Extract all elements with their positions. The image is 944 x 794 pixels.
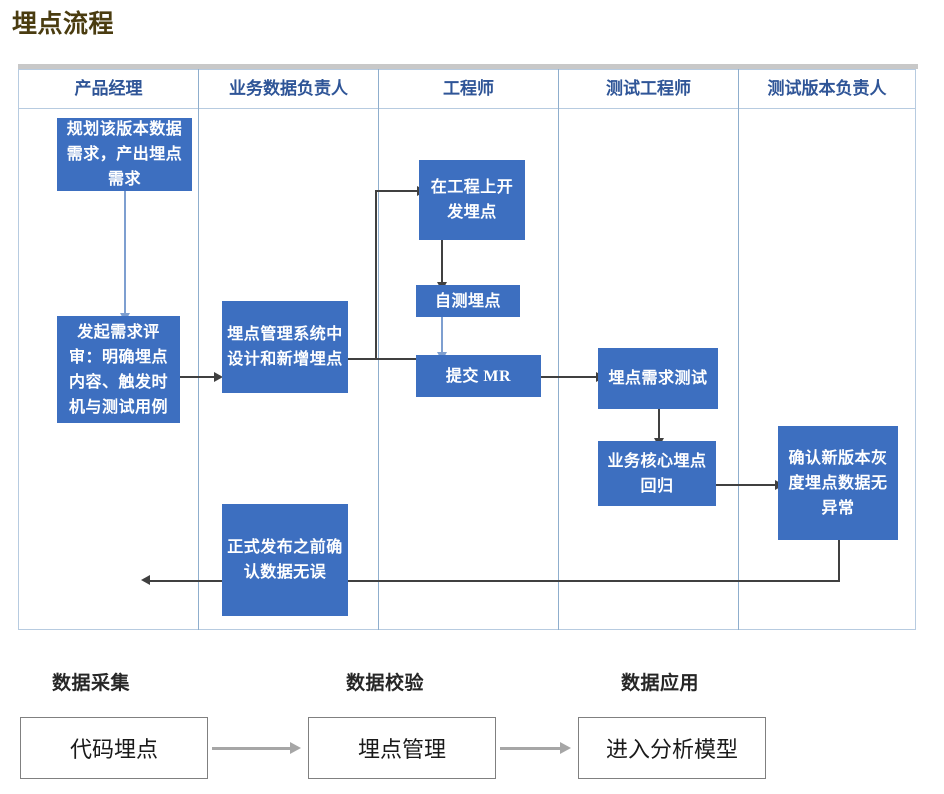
connector-selftest-to-mr <box>441 317 443 355</box>
connector-design-to-develop-v <box>375 190 377 360</box>
lane-divider-3 <box>558 69 559 630</box>
connector-review-to-design <box>179 376 216 378</box>
lane-divider-1 <box>198 69 199 630</box>
lane-header-engineer: 工程师 <box>443 79 494 98</box>
pipeline-box-code-tracking[interactable]: 代码埋点 <box>20 717 208 779</box>
connector-design-to-develop-h1 <box>348 358 476 360</box>
process-box-verify-gray-release[interactable]: 确认新版本灰度埋点数据无异常 <box>778 426 898 540</box>
lane-divider-4 <box>738 69 739 630</box>
pipeline-box-tracking-management[interactable]: 埋点管理 <box>308 717 496 779</box>
process-box-plan-requirements[interactable]: 规划该版本数据需求，产出埋点需求 <box>57 118 192 191</box>
lane-divider-2 <box>378 69 379 630</box>
lane-header-test-release-owner: 测试版本负责人 <box>767 79 887 98</box>
process-box-core-business-regression[interactable]: 业务核心埋点回归 <box>598 441 716 506</box>
process-box-self-test-tracking[interactable]: 自测埋点 <box>416 285 520 317</box>
swimlane-top-bar <box>18 64 918 69</box>
process-box-confirm-before-release[interactable]: 正式发布之前确认数据无误 <box>222 504 348 616</box>
pipeline-arrow-1-head <box>290 742 301 754</box>
page-title: 埋点流程 <box>12 10 115 38</box>
connector-regression-to-verify <box>716 484 778 486</box>
process-box-design-tracking[interactable]: 埋点管理系统中设计和新增埋点 <box>222 301 348 393</box>
swimlane-diagram: 产品经理 业务数据负责人 工程师 测试工程师 测试版本负责人 规划该版本数据需求… <box>18 64 918 632</box>
pipeline-arrow-2-line <box>500 747 562 750</box>
connector-develop-to-selftest <box>441 240 443 285</box>
stage-label-validation: 数据校验 <box>346 673 425 694</box>
connector-verify-to-confirm-h <box>148 580 840 582</box>
stage-label-application: 数据应用 <box>621 673 700 694</box>
process-box-develop-tracking[interactable]: 在工程上开发埋点 <box>419 160 525 240</box>
process-box-requirement-review[interactable]: 发起需求评审：明确埋点内容、触发时机与测试用例 <box>57 316 180 423</box>
arrowhead-review-to-design <box>214 372 223 382</box>
connector-verify-to-confirm-v <box>838 540 840 581</box>
connector-design-to-develop-h2 <box>375 190 419 192</box>
lane-header-product-manager: 产品经理 <box>74 79 143 98</box>
swimlane-header-rule <box>19 108 915 109</box>
process-box-submit-mr[interactable]: 提交 MR <box>416 355 541 397</box>
arrowhead-verify-to-confirm <box>141 575 150 585</box>
lane-header-data-owner: 业务数据负责人 <box>229 79 348 98</box>
lane-header-test-engineer: 测试工程师 <box>606 79 691 98</box>
connector-test-to-regression <box>658 409 660 441</box>
pipeline-box-analysis-model[interactable]: 进入分析模型 <box>578 717 766 779</box>
pipeline-arrow-1-line <box>212 747 292 750</box>
pipeline-arrow-2-head <box>560 742 571 754</box>
connector-plan-to-review <box>124 191 126 316</box>
process-box-tracking-requirement-test[interactable]: 埋点需求测试 <box>598 348 718 409</box>
stage-label-collection: 数据采集 <box>52 673 131 694</box>
connector-mr-to-test <box>541 376 598 378</box>
